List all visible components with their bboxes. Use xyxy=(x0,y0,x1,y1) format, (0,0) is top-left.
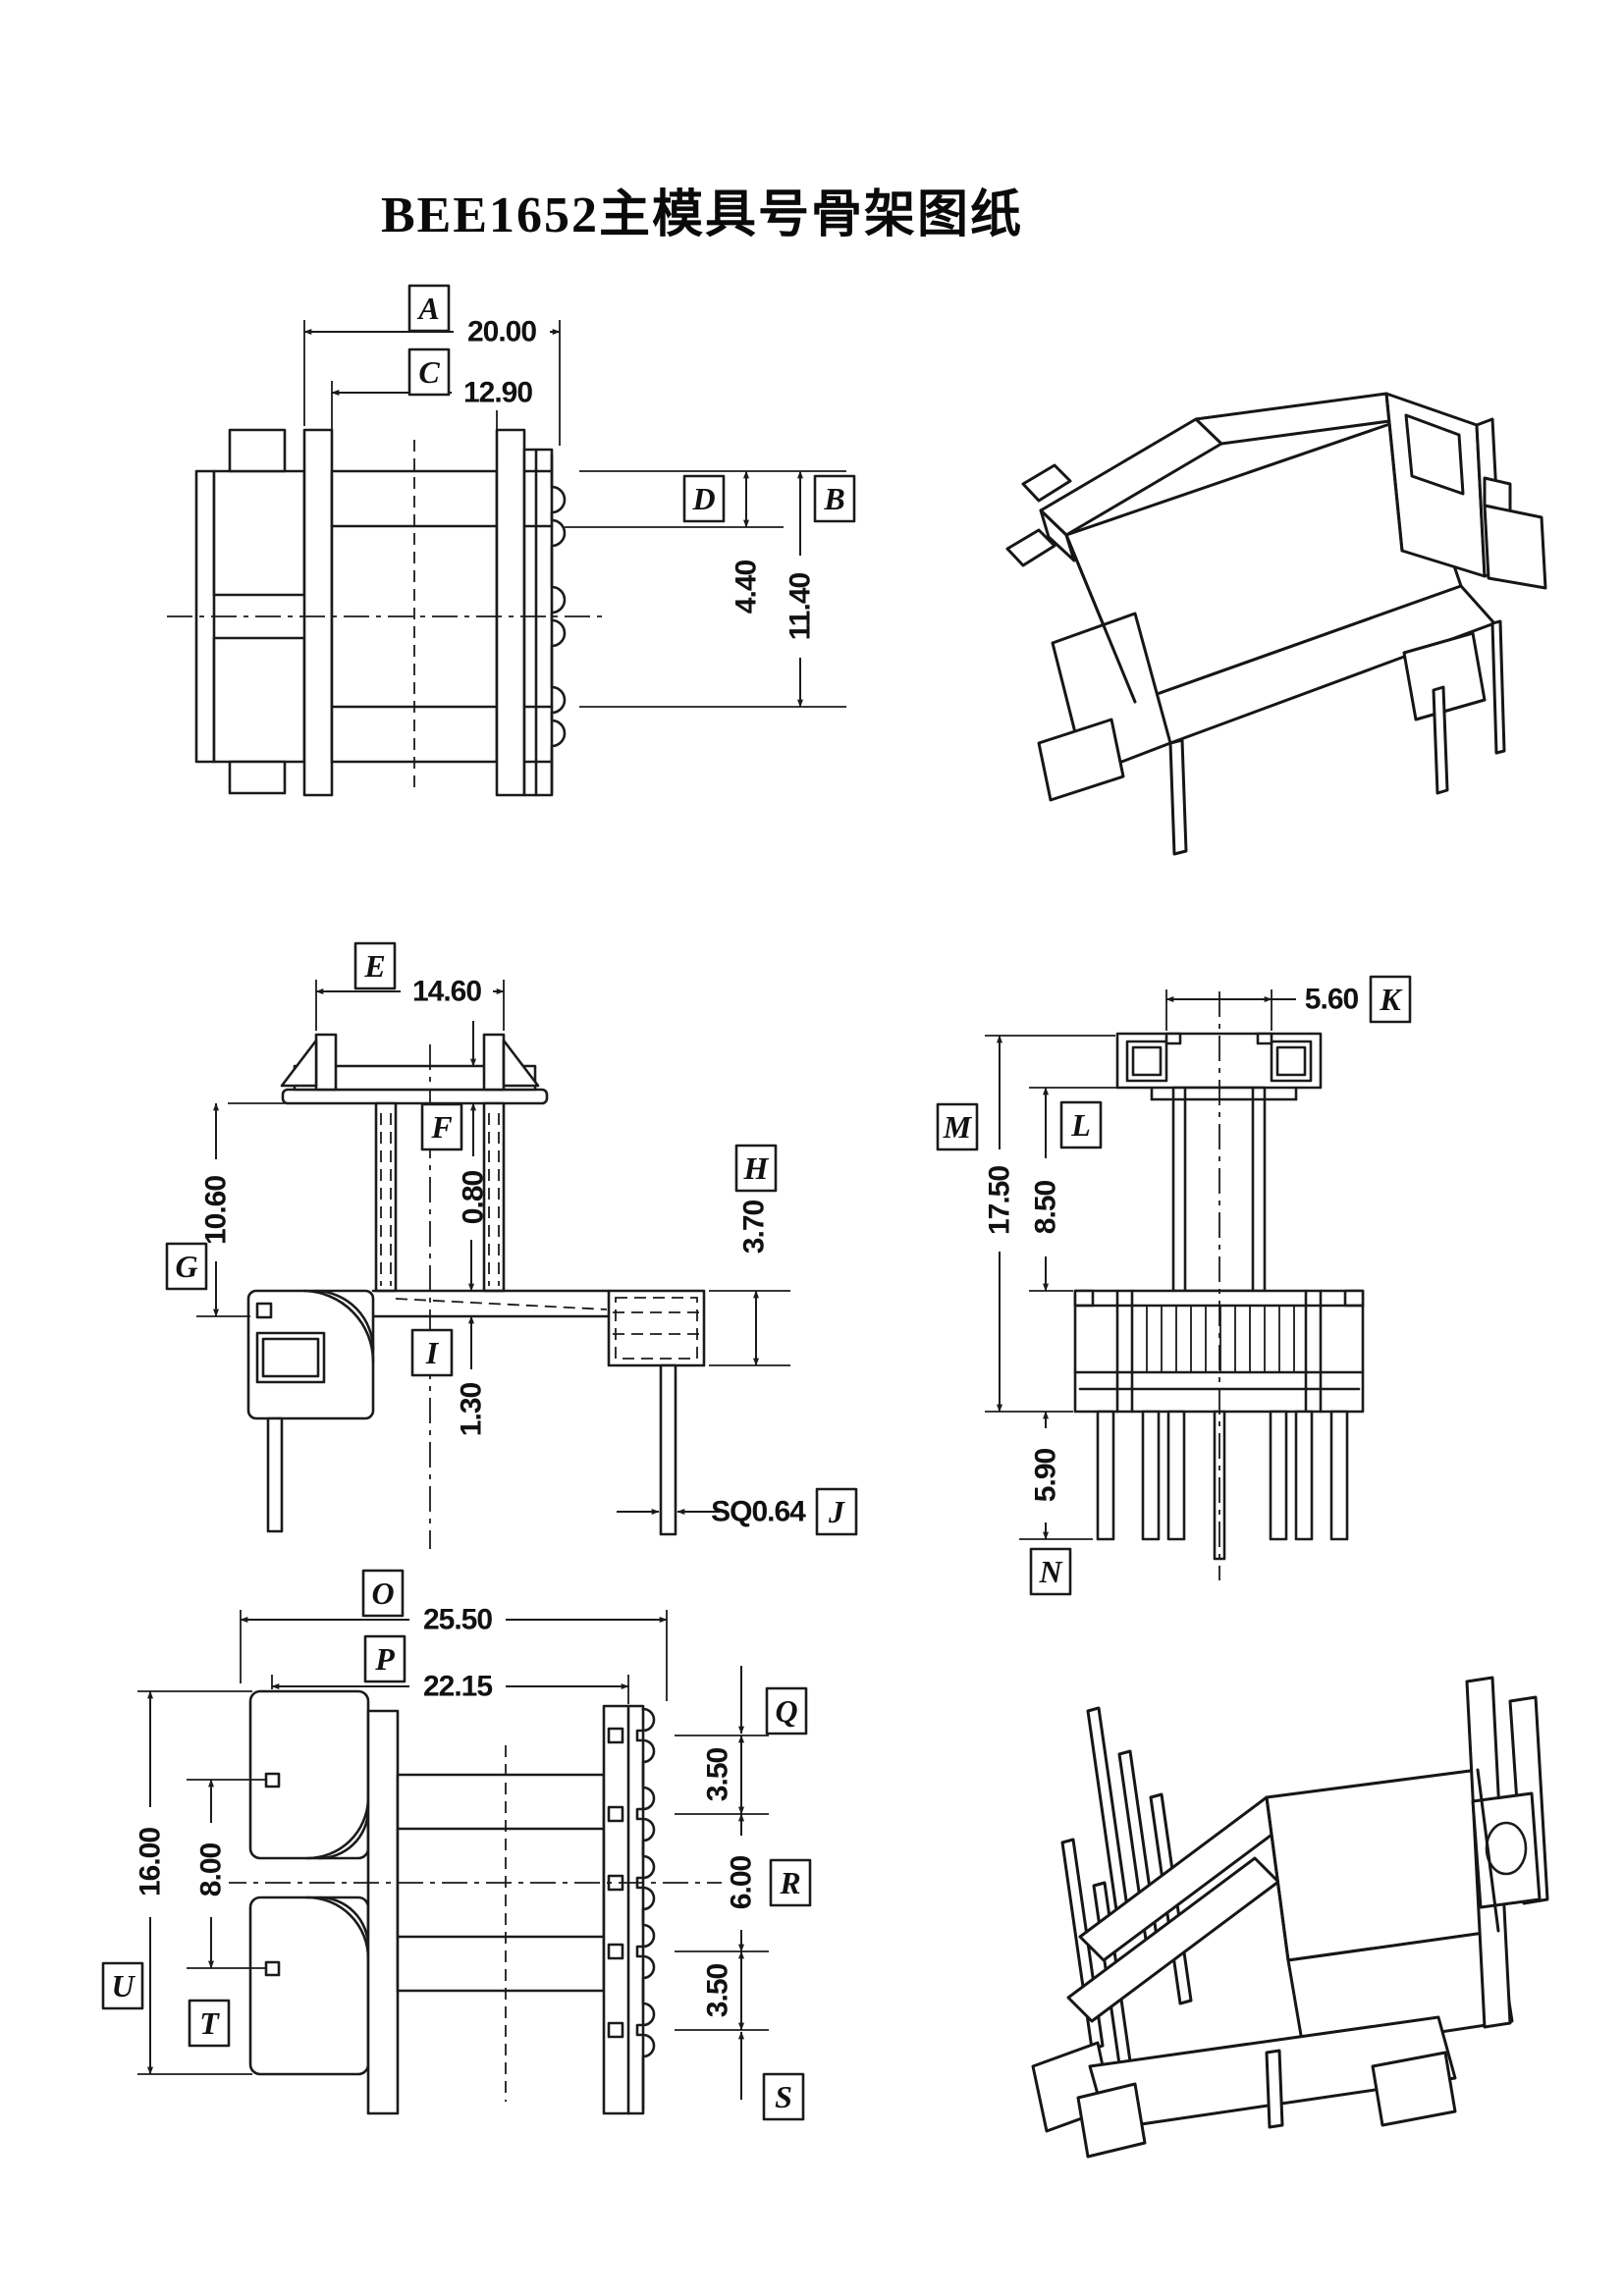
dimension-K: 5.60 K xyxy=(1165,975,1412,1031)
isometric-top-svg xyxy=(1005,392,1547,856)
view-front-middle: E 14.60 F 0.80 10.60 G I 1.30 H 3.70 xyxy=(147,921,913,1598)
dim-K-value: 5.60 xyxy=(1305,984,1359,1016)
dimension-C: C 12.90 xyxy=(331,347,544,467)
label-M: M xyxy=(943,1109,973,1145)
dimension-E: E 14.60 xyxy=(315,941,505,1031)
label-A: A xyxy=(416,291,439,326)
dimension-G: 10.60 G xyxy=(165,1102,285,1317)
dim-H-value: 3.70 xyxy=(738,1200,771,1254)
label-I: I xyxy=(425,1335,440,1370)
dim-E-value: 14.60 xyxy=(412,976,481,1008)
front-middle-svg: E 14.60 F 0.80 10.60 G I 1.30 H 3.70 xyxy=(165,941,858,1549)
label-T: T xyxy=(199,2005,220,2041)
view-side-top: A 20.00 C 12.90 D 4.40 11.40 B xyxy=(147,263,884,803)
dim-O-value: 25.50 xyxy=(423,1604,492,1636)
dim-F-value: 0.80 xyxy=(458,1170,490,1224)
view-side-bottom: O 25.50 P 22.15 Q 3.50 6.00 R 3.50 S xyxy=(93,1564,889,2197)
label-S: S xyxy=(775,2079,792,2114)
dim-N-value: 5.90 xyxy=(1030,1448,1062,1502)
label-E: E xyxy=(363,948,385,984)
dim-Q-value: 3.50 xyxy=(702,1747,734,1801)
view-isometric-top xyxy=(943,329,1561,908)
isometric-bobbin xyxy=(1005,392,1547,856)
dim-L-value: 8.50 xyxy=(1030,1180,1062,1234)
part-outline xyxy=(1073,991,1365,1580)
dimension-A: A 20.00 xyxy=(303,284,561,446)
label-K: K xyxy=(1379,982,1403,1017)
end-middle-svg: 5.60 K 17.50 M 8.50 L 5.90 N xyxy=(936,975,1412,1596)
dim-I-value: 1.30 xyxy=(456,1382,488,1436)
dimension-H: H 3.70 xyxy=(709,1144,790,1366)
dimension-F: F 0.80 xyxy=(420,1021,490,1224)
isometric-bottom-svg xyxy=(1031,1676,1549,2159)
side-top-svg: A 20.00 C 12.90 D 4.40 11.40 B xyxy=(167,284,856,797)
dim-T-value: 8.00 xyxy=(195,1842,228,1896)
part-outline xyxy=(221,1689,722,2115)
label-F: F xyxy=(430,1109,452,1145)
dim-C-value: 12.90 xyxy=(463,377,532,409)
part-outline xyxy=(167,428,609,797)
label-Q: Q xyxy=(775,1693,797,1729)
dimension-O: O 25.50 xyxy=(240,1569,668,1701)
label-C: C xyxy=(418,354,440,390)
label-P: P xyxy=(374,1641,395,1677)
rib-lines xyxy=(1146,1306,1295,1372)
dim-G-value: 10.60 xyxy=(200,1176,233,1245)
label-J: J xyxy=(828,1494,845,1529)
label-O: O xyxy=(371,1575,394,1611)
comb-edge xyxy=(635,1707,656,2111)
label-U: U xyxy=(111,1968,135,2003)
dim-A-value: 20.00 xyxy=(467,316,536,348)
dim-J-value: SQ0.64 xyxy=(711,1496,806,1528)
dimension-B: 11.40 B xyxy=(579,470,856,708)
view-isometric-bottom xyxy=(943,1605,1561,2209)
dimension-chain-left: 16.00 U 8.00 T xyxy=(101,1690,266,2075)
dimension-P: P 22.15 xyxy=(271,1634,629,1704)
dim-P-value: 22.15 xyxy=(423,1671,492,1703)
dimension-I: I 1.30 xyxy=(410,1240,488,1436)
dim-B-value: 11.40 xyxy=(785,572,817,640)
dimension-M: 17.50 M xyxy=(936,1035,1115,1413)
dimension-N: 5.90 N xyxy=(1019,1411,1093,1596)
dim-D-value: 4.40 xyxy=(731,560,763,614)
label-N: N xyxy=(1038,1554,1063,1589)
side-bottom-svg: O 25.50 P 22.15 Q 3.50 6.00 R 3.50 S xyxy=(101,1569,812,2121)
isometric-bobbin xyxy=(1031,1676,1549,2159)
dimension-L: 8.50 L xyxy=(1028,1087,1152,1292)
label-L: L xyxy=(1070,1107,1091,1143)
part-outline xyxy=(246,1033,706,1549)
dim-S-value: 3.50 xyxy=(702,1963,734,2017)
label-G: G xyxy=(175,1249,197,1284)
label-D: D xyxy=(691,481,715,516)
label-B: B xyxy=(823,481,844,516)
dimension-J: SQ0.64 J xyxy=(617,1487,858,1536)
label-R: R xyxy=(779,1865,800,1900)
view-end-middle: 5.60 K 17.50 M 8.50 L 5.90 N xyxy=(931,950,1446,1603)
dim-M-value: 17.50 xyxy=(984,1166,1016,1235)
label-H: H xyxy=(743,1150,770,1186)
dimension-chain-right: Q 3.50 6.00 R 3.50 S xyxy=(675,1666,812,2121)
pins xyxy=(1096,1410,1349,1561)
dim-R-value: 6.00 xyxy=(726,1855,758,1909)
page-title: BEE1652主模具号骨架图纸 xyxy=(381,187,1024,243)
dim-U-value: 16.00 xyxy=(135,1828,167,1896)
